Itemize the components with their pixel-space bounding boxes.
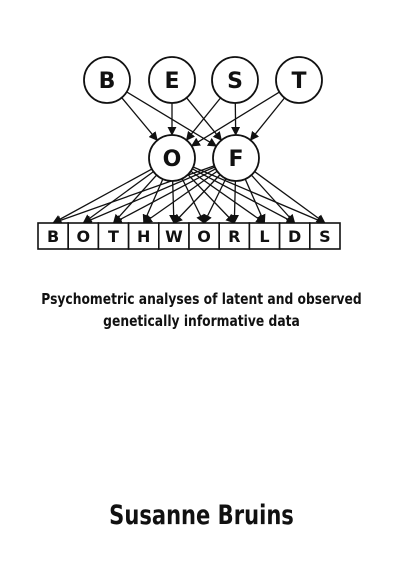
- observed-box-0: B: [37, 222, 70, 250]
- observed-box-4-label: W: [165, 227, 183, 246]
- observed-box-2: T: [97, 222, 130, 250]
- latent-node-top-0-circle: [83, 56, 131, 104]
- arrow-mid-0-to-box-2: [112, 174, 158, 224]
- observed-box-3-rect: [127, 222, 160, 250]
- observed-box-4: W: [158, 222, 190, 250]
- arrow-mid-0-to-box-7: [190, 170, 266, 224]
- observed-box-8: D: [278, 222, 311, 250]
- observed-box-9-label: S: [319, 227, 331, 246]
- observed-box-6-rect: [218, 222, 251, 250]
- latent-node-top-0: B: [83, 56, 131, 104]
- arrow-mid-0-to-box-0: [52, 168, 153, 224]
- arrow-mid-1-to-box-2: [112, 168, 216, 224]
- arrow-mid-1-to-box-5: [203, 178, 227, 224]
- author-name: Susanne Bruins: [109, 500, 294, 531]
- arrow-top-0-to-mid-0: [121, 97, 158, 142]
- arrow-mid-0-to-box-9: [192, 166, 326, 224]
- observed-box-9-rect: [308, 222, 341, 250]
- latent-node-top-1: E: [148, 56, 196, 104]
- arrow-mid-1-to-box-1: [82, 166, 216, 224]
- observed-box-5: O: [188, 222, 221, 250]
- observed-box-9: S: [308, 222, 341, 250]
- latent-node-top-2: S: [211, 56, 259, 104]
- latent-node-top-2-label: S: [227, 69, 243, 94]
- observed-box-7-label: L: [259, 227, 269, 246]
- latent-node-top-1-label: E: [164, 69, 179, 94]
- latent-node-top-0-label: B: [99, 69, 116, 94]
- latent-node-mid-1-circle: [212, 134, 260, 182]
- latent-node-top-3-circle: [275, 56, 323, 104]
- latent-node-top-3: T: [275, 56, 323, 104]
- observed-box-2-label: T: [108, 227, 119, 246]
- latent-node-top-1-circle: [148, 56, 196, 104]
- observed-box-1-label: O: [76, 227, 90, 246]
- latent-node-mid-1: F: [212, 134, 260, 182]
- latent-node-mid-0-circle: [148, 134, 196, 182]
- arrow-mid-0-to-box-6: [187, 174, 235, 224]
- arrow-mid-0-to-box-5: [181, 178, 205, 224]
- arrow-mid-1-to-box-9: [254, 171, 326, 224]
- observed-box-3: H: [127, 222, 160, 250]
- observed-box-3-label: H: [137, 227, 150, 246]
- arrow-mid-1-to-box-3: [142, 170, 218, 224]
- arrow-layer: [52, 91, 326, 225]
- arrow-mid-0-to-box-8: [192, 168, 296, 224]
- arrow-mid-1-to-box-6: [229, 180, 240, 224]
- observed-box-7-rect: [248, 222, 281, 250]
- subtitle: Psychometric analyses of latent and obse…: [36, 288, 366, 332]
- subtitle-line-2: genetically informative data: [103, 312, 300, 330]
- arrow-mid-1-to-box-8: [250, 174, 296, 224]
- arrow-mid-0-to-box-1: [82, 171, 154, 224]
- observed-box-0-label: B: [47, 227, 59, 246]
- observed-box-8-label: D: [288, 227, 301, 246]
- arrow-mid-1-to-box-7: [244, 178, 266, 224]
- observed-box-6-label: R: [228, 227, 240, 246]
- subtitle-line-1: Psychometric analyses of latent and obse…: [41, 290, 362, 308]
- observed-box-1: O: [67, 222, 100, 250]
- latent-node-top-2-circle: [211, 56, 259, 104]
- latent-node-mid-0: O: [148, 134, 196, 182]
- arrow-top-3-to-mid-1: [249, 97, 286, 141]
- observed-box-7: L: [248, 222, 281, 250]
- latent-node-top-3-label: T: [291, 69, 306, 94]
- latent-node-mid-1-label: F: [228, 147, 243, 172]
- arrow-top-3-to-mid-0: [190, 91, 280, 147]
- observed-box-5-label: O: [197, 227, 211, 246]
- latent-node-mid-0-label: O: [163, 147, 182, 172]
- arrow-top-2-to-mid-0: [185, 97, 222, 141]
- arrow-mid-1-to-box-4: [173, 174, 221, 224]
- observed-box-6: R: [218, 222, 251, 250]
